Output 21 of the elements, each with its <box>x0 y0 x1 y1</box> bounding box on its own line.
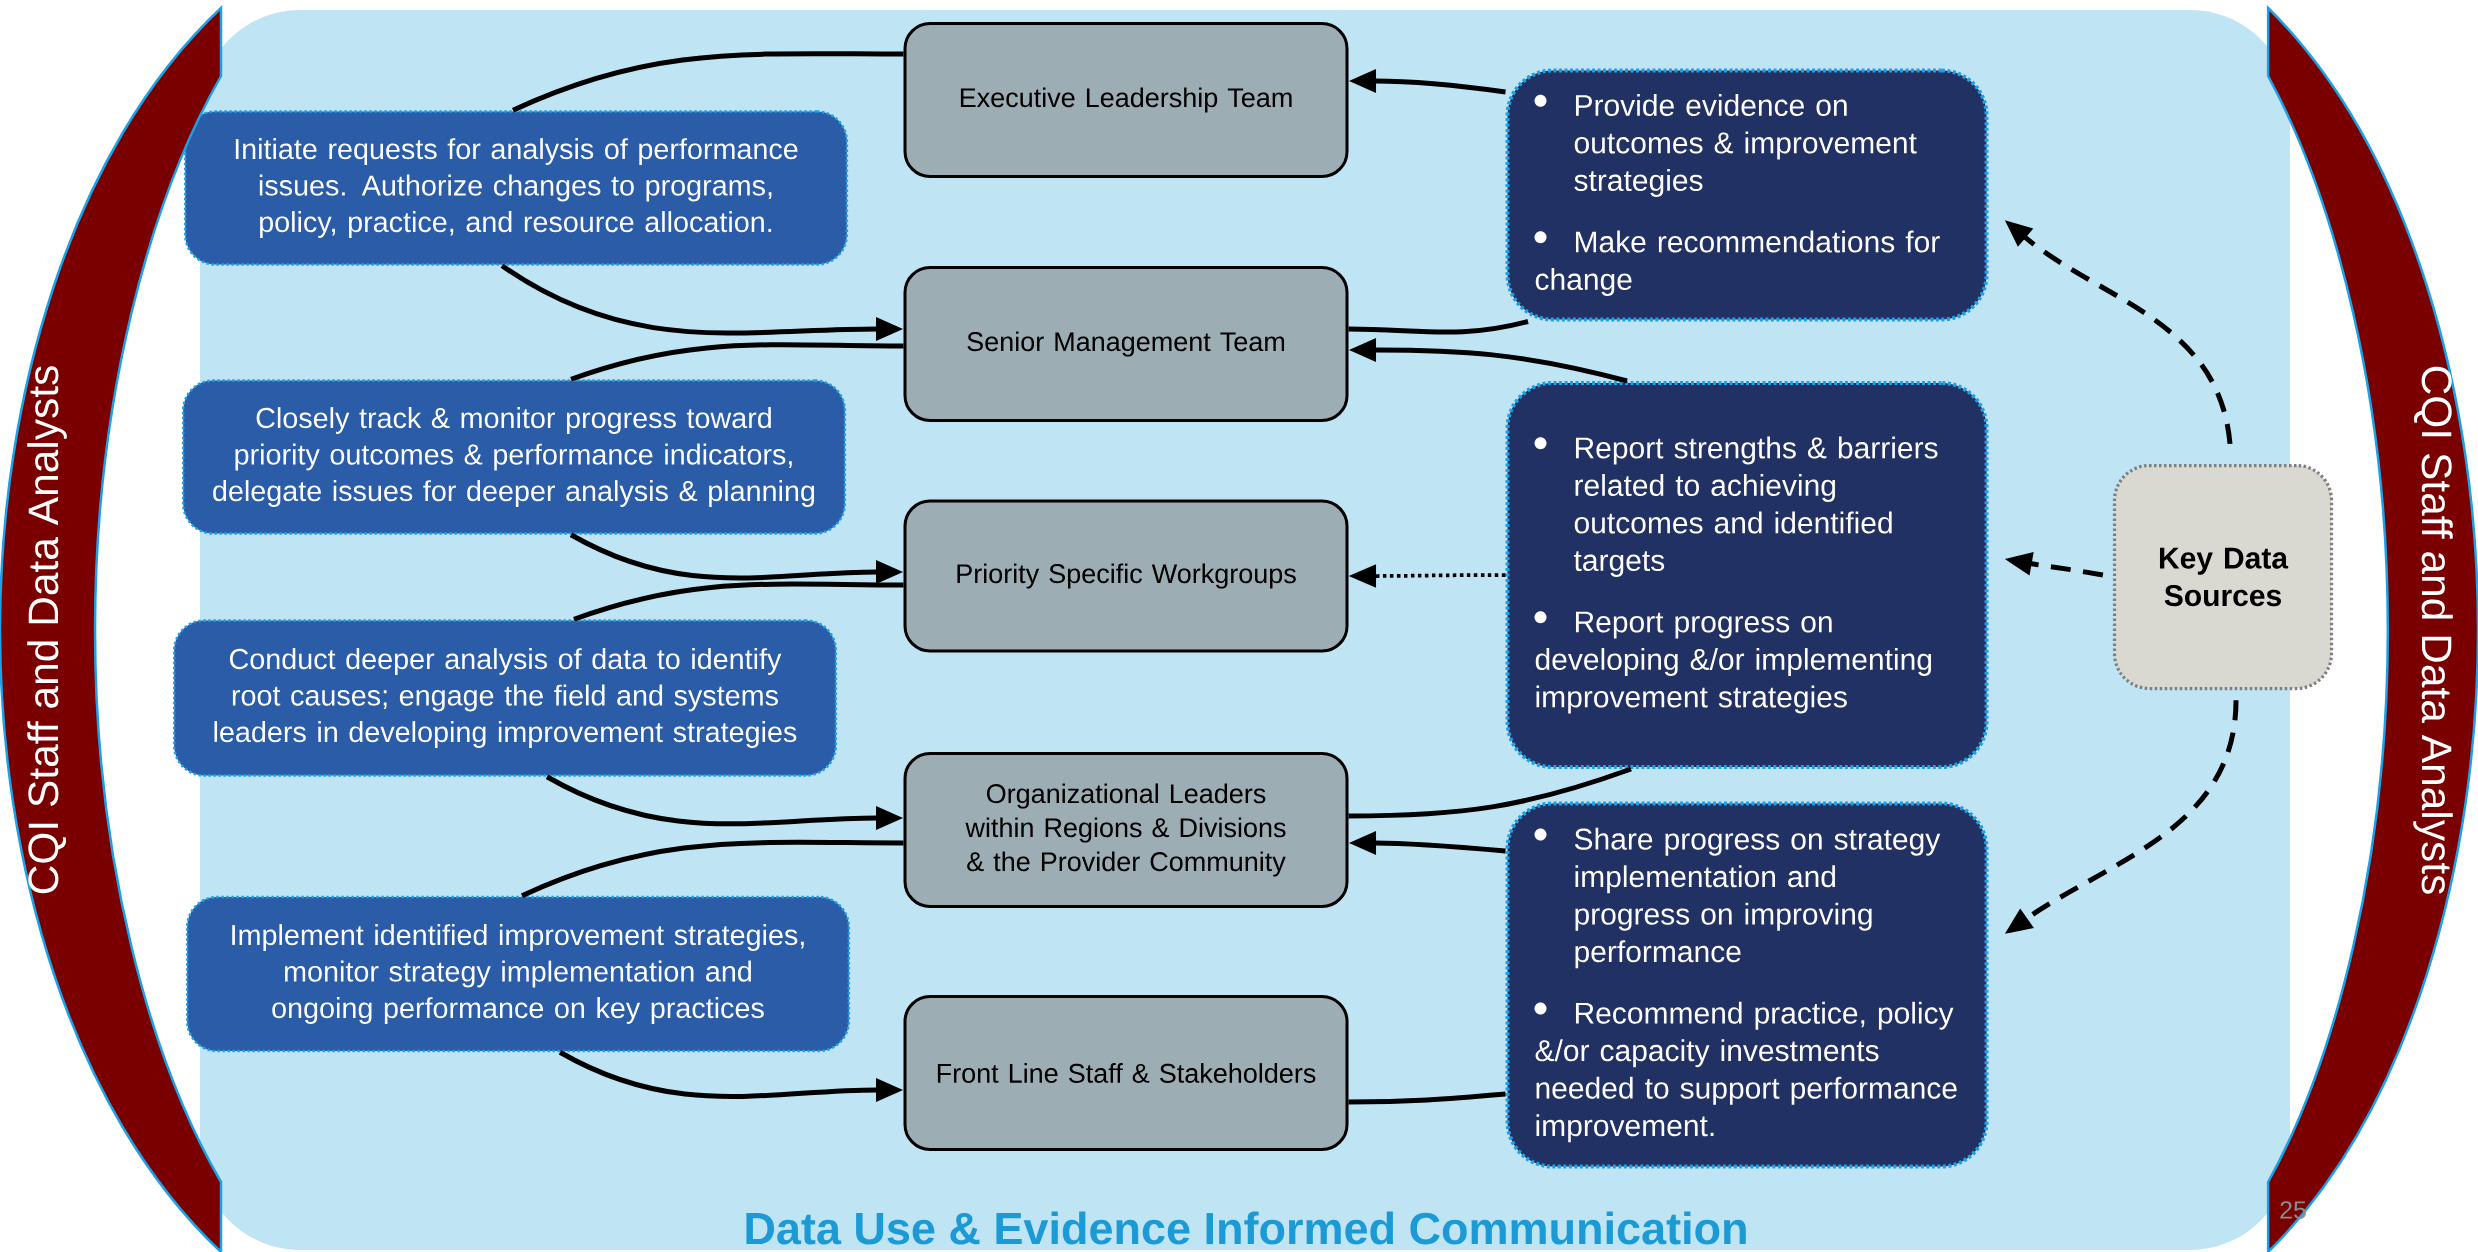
bullet-list-box: Provide evidence on outcomes & improvement strategies Make recommendations for change <box>1505 68 1989 322</box>
team-box: Front Line Staff & Stakeholders <box>903 995 1349 1151</box>
action-box: Closely track & monitor progress toward priority outcomes & performance indicators, delegate issues for deeper analysis & planning <box>181 379 847 535</box>
bullet-list-box: Share progress on strategy implementation and progress on improving performance Recommend practice, policy &/or capacity investments needed to support performance improvement. <box>1505 801 1989 1169</box>
title: Data Use & Evidence Informed Communication <box>746 1211 1746 1245</box>
team-box: Priority Specific Workgroups <box>903 499 1349 653</box>
team-box: Senior Management Team <box>903 266 1349 422</box>
action-box: Initiate requests for analysis of performance issues. Authorize changes to programs, policy, practice, and resource allocation. <box>183 110 849 266</box>
connector-line <box>570 342 904 382</box>
connector-line <box>1348 319 1529 335</box>
connector-line <box>512 51 904 113</box>
action-box: Conduct deeper analysis of data to identify root causes; engage the field and systems leaders in developing improvement strategies <box>172 619 838 777</box>
bullet-list-box: Report strengths & barriers related to achieving outcomes and identified targets Report progress on developing &/or implementing improvement strategies <box>1505 381 1989 769</box>
connector-line <box>1348 1091 1506 1105</box>
connector-line <box>573 581 904 622</box>
data-source-box: Key Data Sources <box>2112 463 2334 691</box>
connector-line <box>521 839 904 899</box>
team-box: Organizational Leaders within Regions & Divisions & the Provider Community <box>903 752 1349 908</box>
team-box: Executive Leadership Team <box>903 22 1349 178</box>
page-number: 25 <box>2280 1201 2306 1219</box>
action-box: Implement identified improvement strategies, monitor strategy implementation and ongoing performance on key practices <box>185 895 851 1053</box>
